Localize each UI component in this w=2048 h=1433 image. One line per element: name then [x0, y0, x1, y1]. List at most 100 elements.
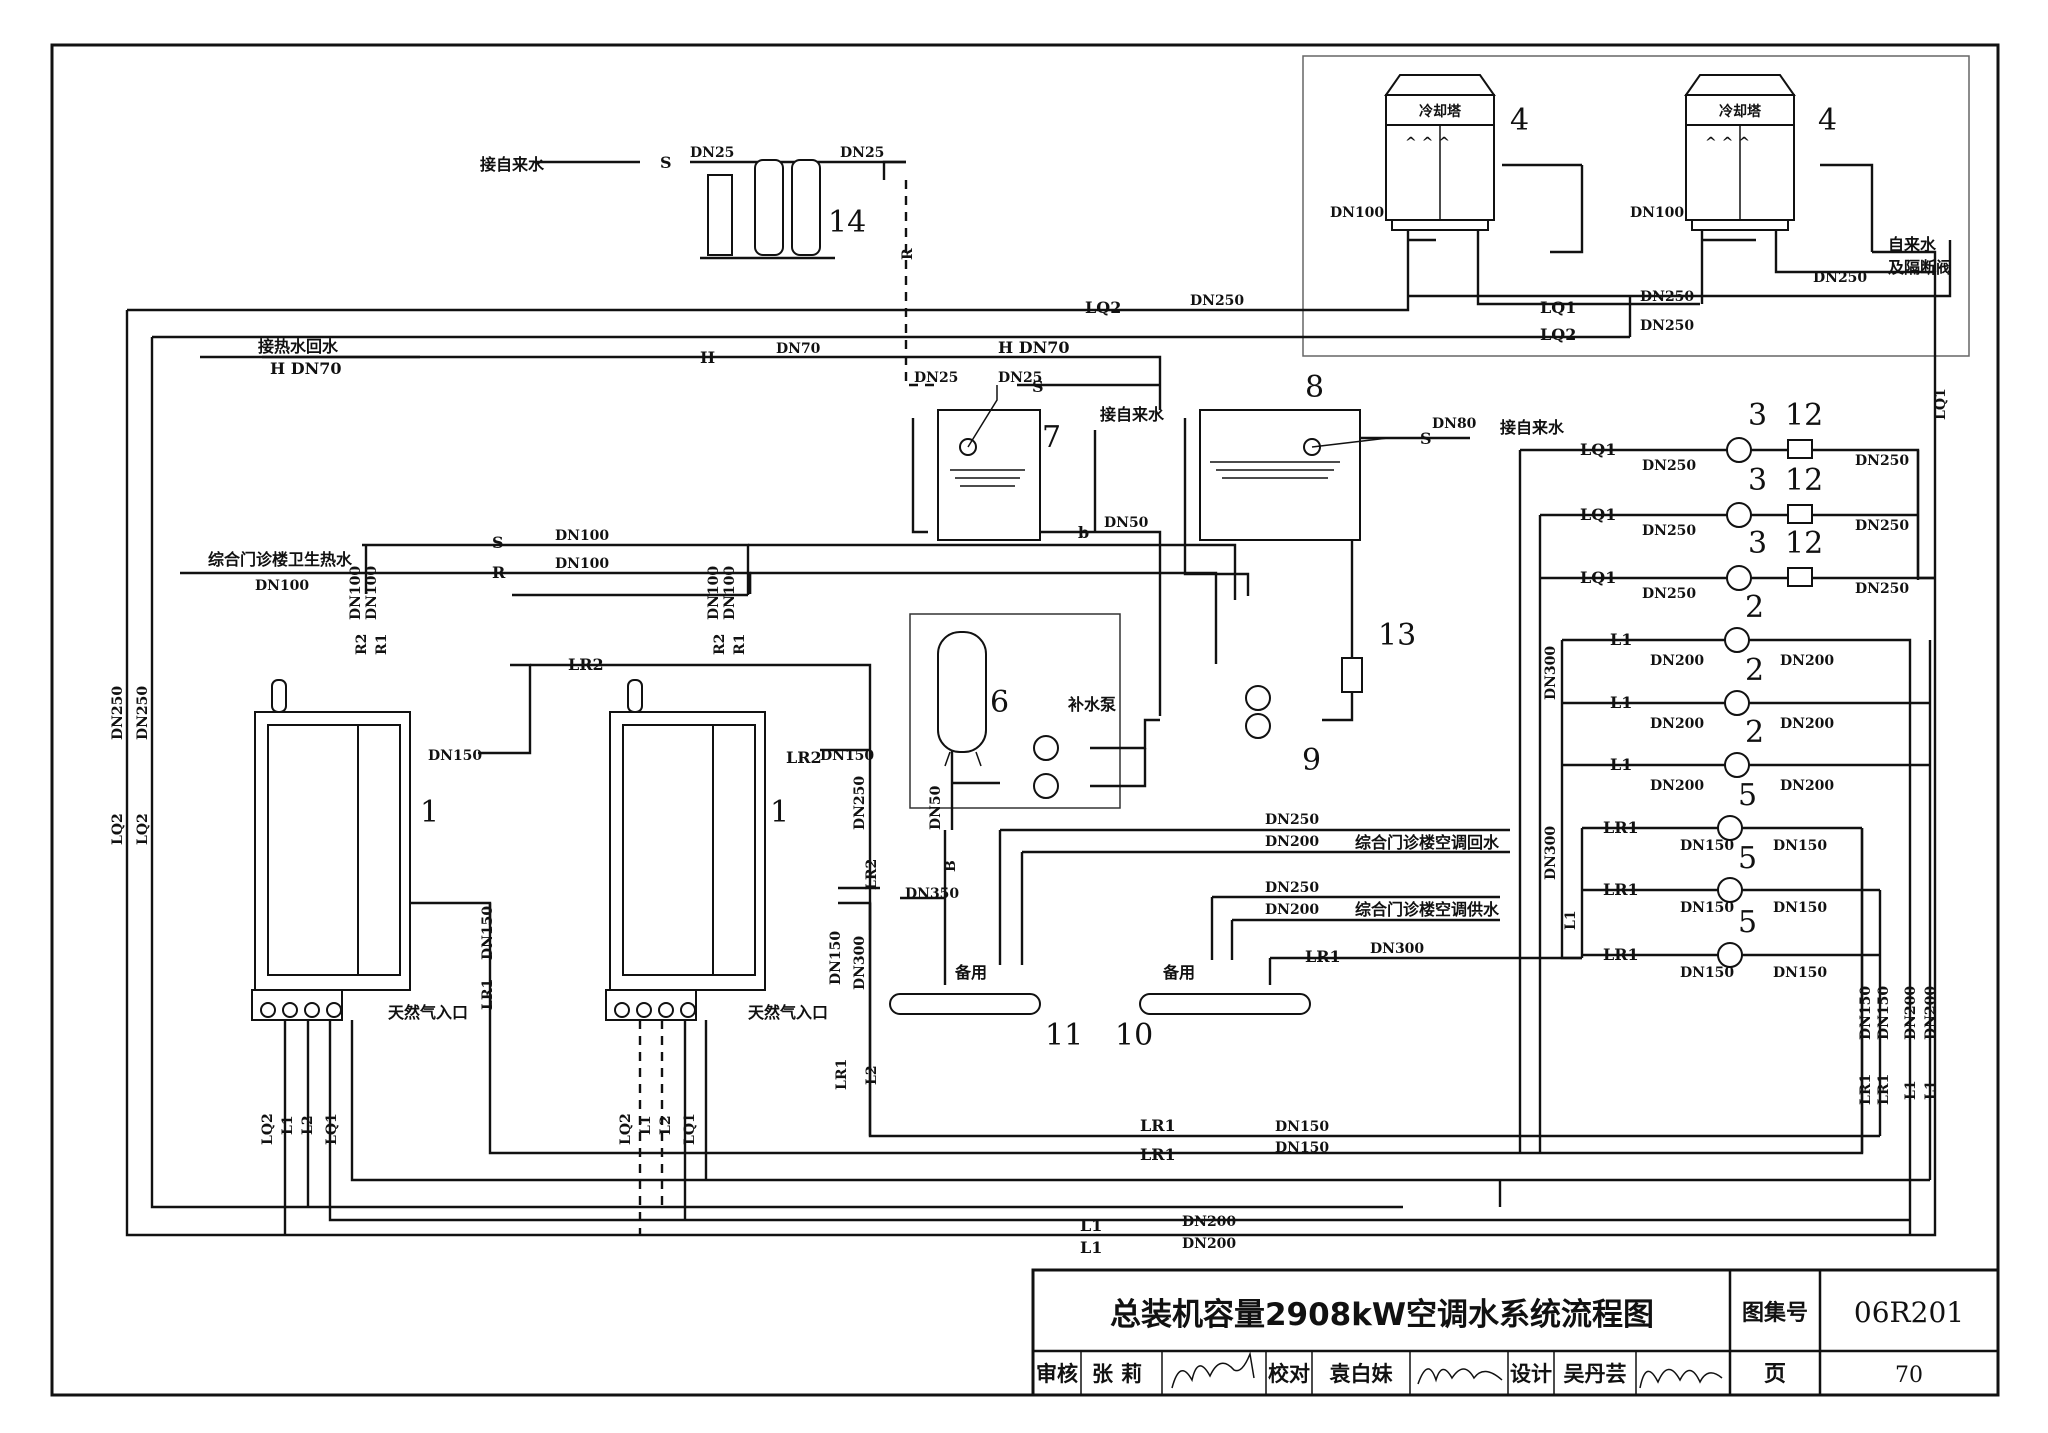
- svg-text:^ ^ ^: ^ ^ ^: [1705, 135, 1750, 151]
- tag-2b: 2: [1745, 653, 1764, 688]
- size-dn300: DN300: [1370, 941, 1424, 957]
- size-dn100-tower-left: DN100: [1330, 205, 1384, 221]
- vlabel-lr1-r1: LR1: [1858, 1074, 1874, 1105]
- vlabel-l2-c1: L2: [300, 1115, 316, 1135]
- label-ac-return: 综合门诊楼空调回水: [1355, 833, 1500, 852]
- vlabel-r2-left: R2: [354, 634, 370, 655]
- makeup-pump-zone: [909, 613, 1121, 809]
- expansion-tank-7: [937, 385, 1041, 541]
- tag-8: 8: [1305, 370, 1324, 405]
- tag-13: 13: [1378, 618, 1416, 653]
- vlabel-lq2-c2: LQ2: [618, 1113, 634, 1145]
- design-label: 设计: [1510, 1362, 1552, 1386]
- label-ac-supply: 综合门诊楼空调供水: [1355, 900, 1500, 919]
- size-dn100-tower-right: DN100: [1630, 205, 1684, 221]
- size-dn250-p3: DN250: [1642, 586, 1696, 602]
- size-dn200-p2: DN200: [1650, 716, 1704, 732]
- vlabel-lr1-left: LR1: [480, 979, 496, 1010]
- tag-11: 11: [1045, 1018, 1083, 1053]
- size-dn80: DN80: [1432, 416, 1477, 432]
- label-tap-water-valve: 自来水: [1888, 235, 1937, 254]
- vlabel-lq2-c1: LQ2: [260, 1113, 276, 1145]
- vlabel-l1-r1: L1: [1903, 1080, 1919, 1100]
- tag-s-hot: S: [492, 533, 504, 552]
- water-softener: [700, 159, 835, 260]
- vlabel-l1-r2: L1: [1923, 1080, 1939, 1100]
- vlabel-dn200-r1: DN200: [1903, 986, 1919, 1040]
- tag-lr2-chiller2: LR2: [786, 748, 822, 767]
- tag-5c: 5: [1738, 905, 1757, 940]
- vlabel-dn100-left-a: DN100: [348, 566, 364, 620]
- tag-lr1-p1: LR1: [1603, 818, 1639, 837]
- page-number: 70: [1895, 1363, 1923, 1388]
- size-dn150-p3: DN150: [1680, 965, 1734, 981]
- vlabel-dn250-a: DN250: [110, 686, 126, 740]
- tag-3a: 3: [1748, 398, 1767, 433]
- tag-6: 6: [990, 685, 1009, 720]
- tag-lr1-header: LR1: [1305, 947, 1341, 966]
- tag-b: b: [1078, 523, 1089, 542]
- tag-s-tank8: S: [1420, 429, 1432, 448]
- tag-3c: 3: [1748, 526, 1767, 561]
- size-dn150-p1: DN150: [1680, 838, 1734, 854]
- tag-5a: 5: [1738, 778, 1757, 813]
- tag-h: H: [700, 348, 715, 367]
- checker-signature: [1417, 1368, 1503, 1385]
- vlabel-dn250-b: DN250: [135, 686, 151, 740]
- makeup-water-tank-8: [1199, 409, 1389, 541]
- vlabel-l1-c1: L1: [280, 1115, 296, 1135]
- label-gas-inlet-left: 天然气入口: [388, 1003, 468, 1022]
- tag-h-dn70: H DN70: [998, 338, 1069, 357]
- tag-l1-p2: L1: [1610, 693, 1632, 712]
- size-dn250-lq2: DN250: [1640, 318, 1694, 334]
- tag-lq2-top: LQ2: [1085, 298, 1121, 317]
- vertical-labels: DN250 DN250 LQ2 LQ2 LQ1 DN300 DN300 L1 D…: [110, 248, 1949, 1145]
- tag-1-left: 1: [420, 795, 439, 830]
- size-dn200-p3-out: DN200: [1780, 778, 1834, 794]
- page-label: 页: [1764, 1362, 1786, 1387]
- size-dn250-p2: DN250: [1642, 523, 1696, 539]
- label-makeup-pump: 补水泵: [1067, 695, 1116, 714]
- vlabel-r-makeup: R: [900, 248, 916, 260]
- tag-lq1-p1: LQ1: [1580, 440, 1616, 459]
- tag-10: 10: [1115, 1018, 1153, 1053]
- tag-12a: 12: [1785, 398, 1823, 433]
- vlabel-dn200-r2: DN200: [1923, 986, 1939, 1040]
- vlabel-dn250-right: DN250: [852, 776, 868, 830]
- size-dn100-hot: DN100: [255, 578, 309, 594]
- size-dn25-b: DN25: [840, 145, 884, 161]
- vlabel-dn150-left: DN150: [480, 906, 496, 960]
- size-dn250-tower: DN250: [1813, 270, 1867, 286]
- tag-l1-bottom2: L1: [1080, 1238, 1102, 1257]
- tag-2a: 2: [1745, 590, 1764, 625]
- tag-2c: 2: [1745, 715, 1764, 750]
- size-dn200-p3: DN200: [1650, 778, 1704, 794]
- size-dn250-p1: DN250: [1642, 458, 1696, 474]
- review-label: 审核: [1036, 1362, 1078, 1386]
- tag-h-dn70-left: H DN70: [270, 359, 341, 378]
- size-dn25-d: DN25: [998, 370, 1042, 386]
- tag-l1-p3: L1: [1610, 755, 1632, 774]
- size-dn250-ret: DN250: [1265, 812, 1319, 828]
- label-hot-water-return: 接热水回水: [258, 337, 339, 356]
- tag-12b: 12: [1785, 463, 1823, 498]
- vlabel-dn300-a: DN300: [1543, 646, 1559, 700]
- size-dn200-p1-out: DN200: [1780, 653, 1834, 669]
- tag-4-left: 4: [1510, 103, 1529, 138]
- tag-lr1-p2: LR1: [1603, 880, 1639, 899]
- tag-5b: 5: [1738, 841, 1757, 876]
- tag-l1-p1: L1: [1610, 630, 1632, 649]
- vlabel-dn100-right-a: DN100: [706, 566, 722, 620]
- size-dn200-ret: DN200: [1265, 834, 1319, 850]
- label-tap-water-tank7: 接自来水: [1100, 405, 1165, 424]
- cooling-tower-right: 冷却塔 ^ ^ ^: [1684, 74, 1796, 231]
- tag-12c: 12: [1785, 526, 1823, 561]
- atlas-label: 图集号: [1742, 1300, 1808, 1326]
- pressurization-vessel-6: [937, 631, 987, 767]
- vlabel-l2-c2: L2: [658, 1115, 674, 1135]
- vlabel-lq1-right: LQ1: [1933, 388, 1949, 420]
- y-strainers: [1787, 439, 1813, 587]
- vlabel-l1: L1: [1563, 910, 1579, 930]
- tag-lr1-bottom2: LR1: [1140, 1145, 1176, 1164]
